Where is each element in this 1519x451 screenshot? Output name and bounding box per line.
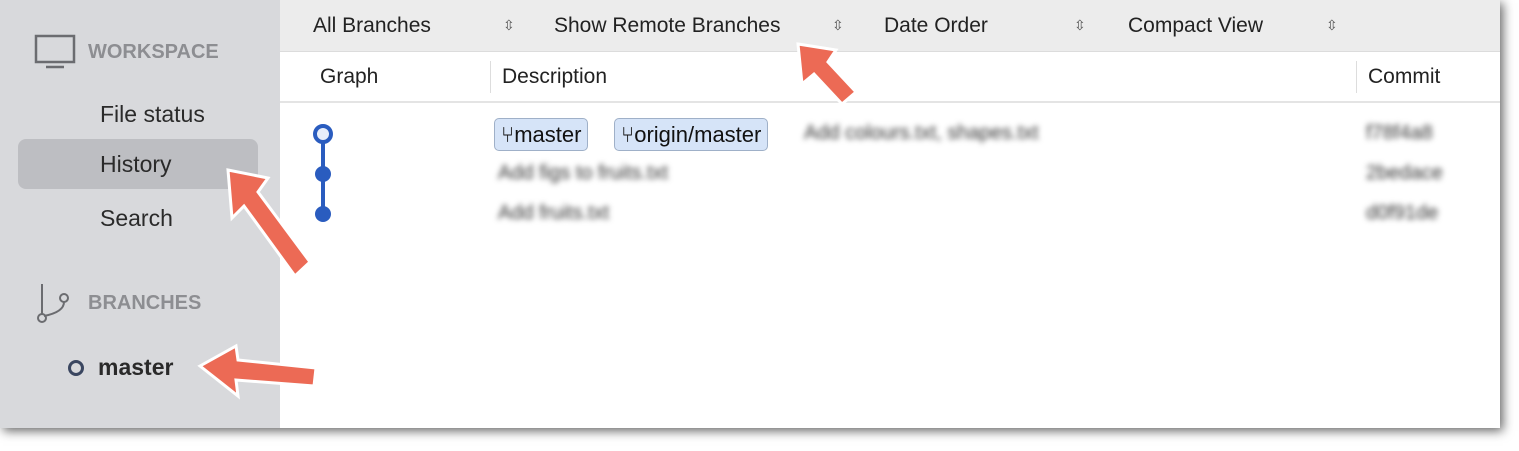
branch-tag-origin-master[interactable]: ⑂origin/master bbox=[614, 118, 769, 151]
order-dropdown[interactable]: Date Order⇳ bbox=[884, 13, 1086, 37]
branch-icon: ⑂ bbox=[501, 122, 515, 147]
monitor-icon bbox=[34, 34, 76, 69]
col-graph[interactable]: Graph bbox=[320, 65, 379, 88]
col-description[interactable]: Description bbox=[502, 65, 608, 88]
sidebar-item-history[interactable]: History bbox=[18, 139, 258, 189]
current-branch-icon bbox=[68, 359, 84, 376]
commit-hash: f78f4a8 bbox=[1366, 122, 1433, 144]
commit-description[interactable]: Add colours.txt, shapes.txt bbox=[804, 122, 1039, 144]
updown-chevron-icon: ⇳ bbox=[832, 17, 844, 33]
branches-header: BRANCHES bbox=[34, 282, 201, 324]
branches-dropdown[interactable]: All Branches⇳ bbox=[313, 13, 515, 37]
updown-chevron-icon: ⇳ bbox=[1326, 17, 1338, 33]
commit-graph bbox=[313, 124, 333, 222]
branch-label: master bbox=[98, 354, 174, 380]
updown-chevron-icon: ⇳ bbox=[1074, 17, 1086, 33]
toolbar: All Branches⇳ Show Remote Branches⇳ Date… bbox=[280, 0, 1500, 52]
view-dropdown[interactable]: Compact View⇳ bbox=[1128, 13, 1338, 37]
commit-description[interactable]: Add figs to fruits.txt bbox=[498, 162, 669, 184]
col-commit[interactable]: Commit bbox=[1368, 65, 1441, 88]
commit-description[interactable]: Add fruits.txt bbox=[498, 202, 610, 224]
branch-icon: ⑂ bbox=[621, 122, 635, 147]
branch-icon bbox=[37, 284, 69, 323]
commit-hash: 2bedace bbox=[1366, 162, 1443, 184]
branches-label: BRANCHES bbox=[88, 291, 202, 314]
remote-branches-dropdown[interactable]: Show Remote Branches⇳ bbox=[554, 13, 844, 37]
workspace-label: WORKSPACE bbox=[88, 40, 219, 63]
sidebar-item-file-status[interactable]: File status bbox=[100, 101, 205, 127]
branch-tag-master[interactable]: ⑂master bbox=[494, 118, 589, 151]
branch-item-master[interactable]: master bbox=[68, 354, 173, 381]
column-header: Graph Description Commit bbox=[280, 53, 1500, 103]
commit-hash: d0f91de bbox=[1366, 202, 1439, 224]
workspace-header: WORKSPACE bbox=[34, 34, 219, 70]
updown-chevron-icon: ⇳ bbox=[503, 17, 515, 33]
sidebar-item-search[interactable]: Search bbox=[100, 205, 173, 231]
